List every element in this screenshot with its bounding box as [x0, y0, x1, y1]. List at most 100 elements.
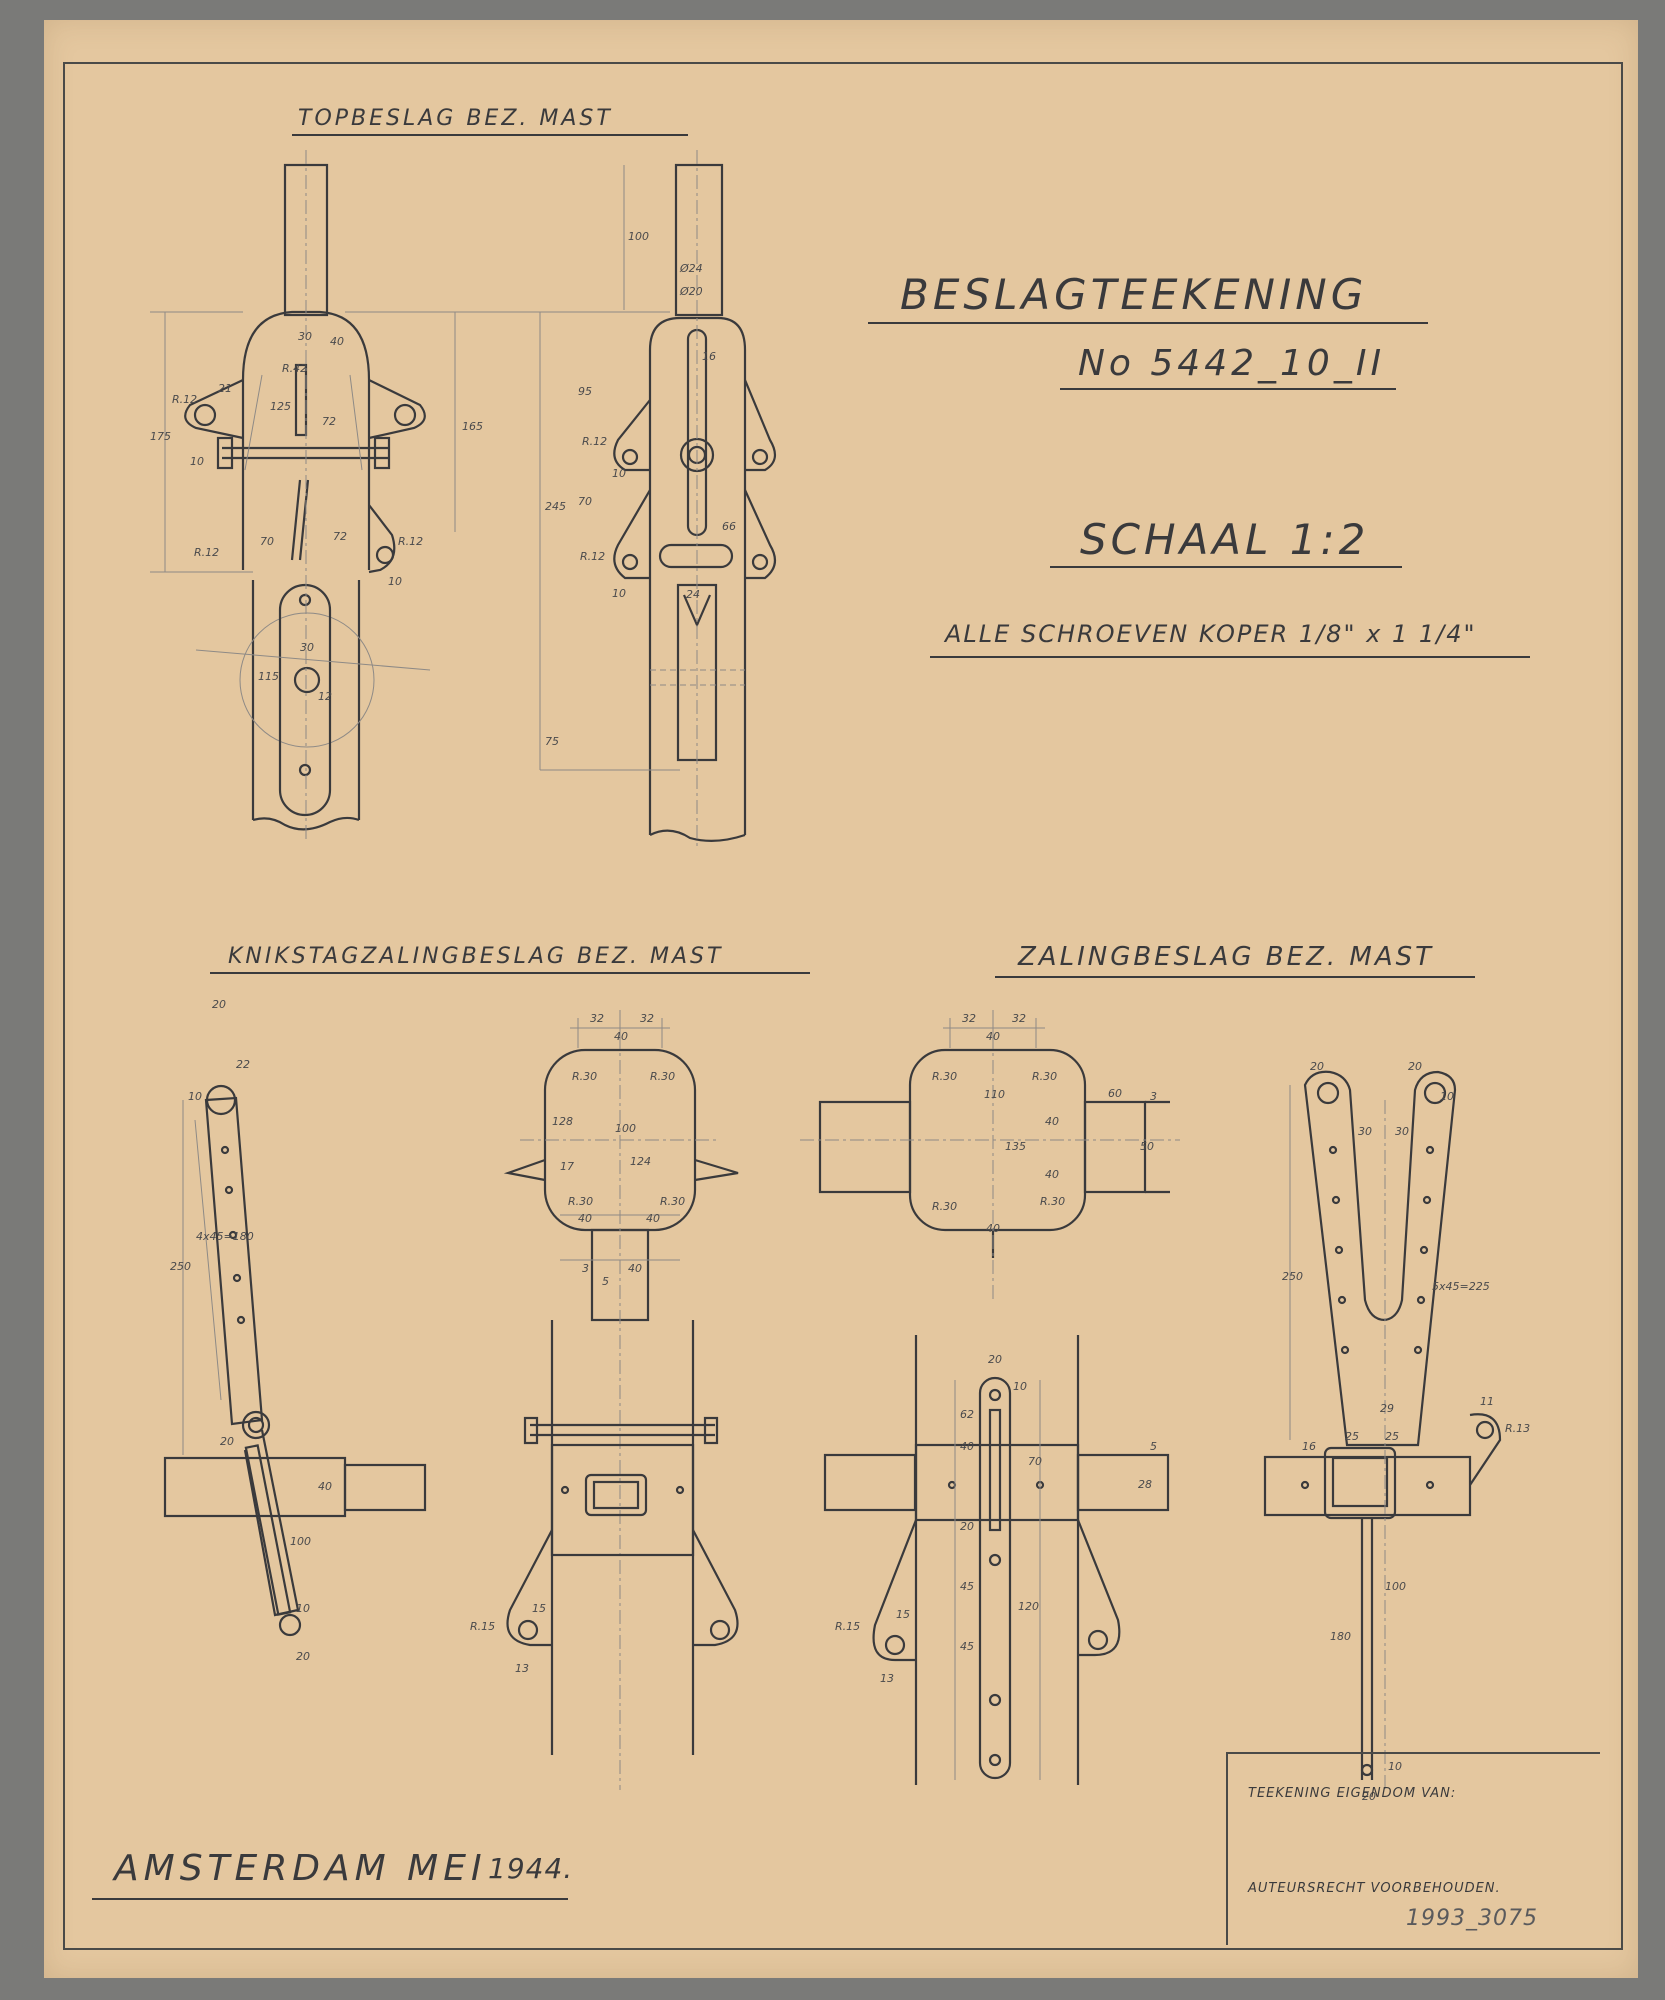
dim-label: 70 — [1028, 1455, 1042, 1468]
dim-label: 10 — [296, 1602, 310, 1615]
year: 1944. — [488, 1852, 574, 1885]
dim-label: 62 — [960, 1408, 974, 1421]
dim-label: 245 — [545, 500, 566, 513]
owner-label: TEEKENING EIGENDOM VAN: — [1248, 1786, 1457, 1801]
underline — [210, 972, 810, 974]
dim-label: R.30 — [572, 1070, 597, 1083]
dim-label: 40 — [646, 1212, 660, 1225]
dim-label: 66 — [722, 520, 736, 533]
dim-label: 32 — [590, 1012, 604, 1025]
dim-label: 20 — [1310, 1060, 1324, 1073]
dim-label: 3 — [582, 1262, 589, 1275]
dim-label: 17 — [560, 1160, 574, 1173]
dim-label: 30 — [1358, 1125, 1372, 1138]
dim-label: 72 — [322, 415, 336, 428]
dim-label: 110 — [984, 1088, 1005, 1101]
dim-label: 32 — [962, 1012, 976, 1025]
dim-label: 165 — [462, 420, 483, 433]
dim-label: 5 — [1150, 1440, 1157, 1453]
dim-label: 100 — [1385, 1580, 1406, 1593]
dim-label: R.30 — [932, 1070, 957, 1083]
view-title-knikstag: KNIKSTAGZALINGBESLAG BEZ. MAST — [228, 944, 724, 969]
dim-label: R.12 — [398, 535, 423, 548]
zaling-y-bracket — [1263, 1070, 1502, 1790]
dim-label: 32 — [1012, 1012, 1026, 1025]
dim-label: 40 — [986, 1222, 1000, 1235]
dim-label: 40 — [578, 1212, 592, 1225]
dim-label: 21 — [218, 382, 232, 395]
title-block: TEEKENING EIGENDOM VAN: AUTEURSRECHT VOO… — [1226, 1752, 1600, 1945]
dim-label: 45 — [960, 1640, 974, 1653]
dim-label: 10 — [612, 467, 626, 480]
dim-label: 20 — [960, 1520, 974, 1533]
dim-label: 5 — [602, 1275, 609, 1288]
dim-label: 20 — [1362, 1790, 1376, 1803]
screw-note: ALLE SCHROEVEN KOPER 1/8" x 1 1/4" — [945, 620, 1477, 648]
dim-label: 60 — [1108, 1087, 1122, 1100]
archive-number: 1993_3075 — [1406, 1906, 1538, 1931]
dim-label: 40 — [1045, 1168, 1059, 1181]
dim-label: R.12 — [172, 393, 197, 406]
drawing-border — [63, 62, 1623, 1950]
underline — [292, 134, 688, 136]
dim-label: 128 — [552, 1115, 573, 1128]
dim-label: 11 — [1480, 1395, 1494, 1408]
dim-label: 40 — [330, 335, 344, 348]
dim-label: 25 — [1345, 1430, 1359, 1443]
dim-label: 10 — [190, 455, 204, 468]
underline — [1060, 388, 1396, 390]
dim-label: 40 — [614, 1030, 628, 1043]
dim-label: 29 — [1380, 1402, 1394, 1415]
dim-label: 250 — [170, 1260, 191, 1273]
dim-label: 5x45=225 — [1432, 1280, 1490, 1293]
dim-label: 40 — [960, 1440, 974, 1453]
dim-label: 70 — [578, 495, 592, 508]
dim-label: 40 — [986, 1030, 1000, 1043]
dim-label: 30 — [300, 641, 314, 654]
main-title: BESLAGTEEKENING — [900, 270, 1368, 319]
underline — [930, 656, 1530, 658]
dim-label: 40 — [628, 1262, 642, 1275]
dim-label: 180 — [1330, 1630, 1351, 1643]
dim-label: 20 — [220, 1435, 234, 1448]
dim-label: 24 — [686, 588, 700, 601]
dim-label: 30 — [1395, 1125, 1409, 1138]
dim-label: 20 — [988, 1353, 1002, 1366]
dim-label: 95 — [578, 385, 592, 398]
underline — [1050, 566, 1402, 568]
knikstag-plan-and-front — [503, 1010, 739, 1790]
dim-label: 20 — [212, 998, 226, 1011]
dim-label: 124 — [630, 1155, 651, 1168]
topbeslag-front-view — [150, 150, 670, 840]
dim-label: 16 — [702, 350, 716, 363]
dim-label: 13 — [880, 1672, 894, 1685]
dim-label: R.12 — [582, 435, 607, 448]
dim-label: 50 — [1140, 1140, 1154, 1153]
scale-label: SCHAAL 1:2 — [1080, 515, 1370, 564]
copyright-notice: AUTEURSRECHT VOORBEHOUDEN. — [1248, 1881, 1501, 1896]
dim-label: 45 — [960, 1580, 974, 1593]
dim-label: 100 — [628, 230, 649, 243]
zaling-plan-and-front — [800, 1010, 1180, 1785]
dim-label: 100 — [290, 1535, 311, 1548]
dim-label: R.30 — [932, 1200, 957, 1213]
dim-label: R.30 — [660, 1195, 685, 1208]
dim-label: 20 — [296, 1650, 310, 1663]
dim-label: R.15 — [470, 1620, 495, 1633]
dim-label: 10 — [1013, 1380, 1027, 1393]
knikstag-side-view — [163, 1084, 427, 1637]
dim-label: 10 — [188, 1090, 202, 1103]
dim-label: 32 — [640, 1012, 654, 1025]
dim-label: 135 — [1005, 1140, 1026, 1153]
dim-label: 15 — [532, 1602, 546, 1615]
dim-label: 3 — [1150, 1090, 1157, 1103]
dim-label: 30 — [298, 330, 312, 343]
dim-label: 22 — [236, 1058, 250, 1071]
dim-label: 40 — [318, 1480, 332, 1493]
dim-label: R.15 — [835, 1620, 860, 1633]
dim-label: 100 — [615, 1122, 636, 1135]
dim-label: 115 — [258, 670, 279, 683]
dim-label: R.30 — [1032, 1070, 1057, 1083]
dim-label: R.13 — [1505, 1422, 1530, 1435]
